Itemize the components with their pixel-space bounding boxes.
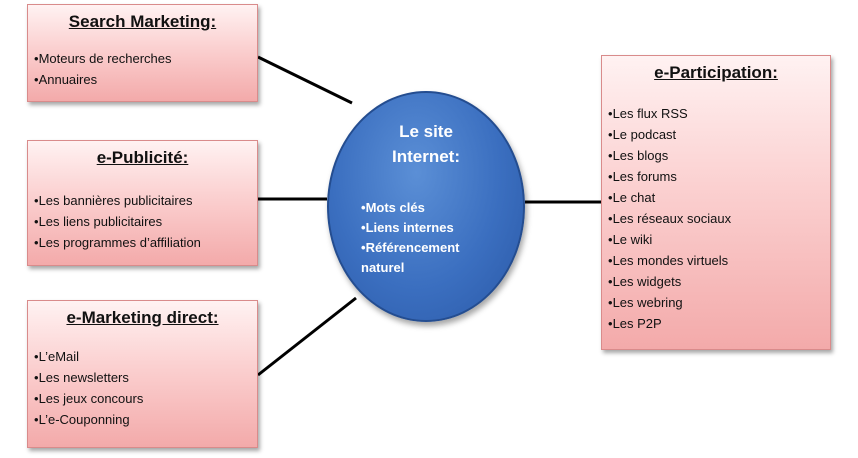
list-item: L’eMail xyxy=(34,346,257,367)
e-participation-title: e-Participation: xyxy=(654,63,778,82)
list-item: Les webring xyxy=(608,292,830,313)
search-marketing-box: Search Marketing: Moteurs de recherches … xyxy=(27,4,258,102)
site-internet-hub: Le site Internet: Mots clés Liens intern… xyxy=(327,91,525,322)
connector-search xyxy=(257,55,353,105)
list-item: Les mondes virtuels xyxy=(608,250,830,271)
list-item: Les flux RSS xyxy=(608,103,830,124)
search-marketing-title: Search Marketing: xyxy=(68,12,217,31)
list-item: Le podcast xyxy=(608,124,830,145)
e-participation-list: Les flux RSS Le podcast Les blogs Les fo… xyxy=(602,103,830,334)
hub-list: Mots clés Liens internes Référencement n… xyxy=(361,198,501,278)
list-item: Les blogs xyxy=(608,145,830,166)
search-marketing-list: Moteurs de recherches Annuaires xyxy=(28,48,257,90)
e-marketing-direct-list: L’eMail Les newsletters Les jeux concour… xyxy=(28,346,257,430)
list-item: Les P2P xyxy=(608,313,830,334)
list-item: Mots clés xyxy=(361,198,501,218)
e-marketing-direct-box: e-Marketing direct: L’eMail Les newslett… xyxy=(27,300,258,448)
e-publicite-box: e-Publicité: Les bannières publicitaires… xyxy=(27,140,258,266)
list-item: Les réseaux sociaux xyxy=(608,208,830,229)
list-item: Les jeux concours xyxy=(34,388,257,409)
list-item: Les newsletters xyxy=(34,367,257,388)
list-item: Liens internes xyxy=(361,218,501,238)
list-item: Référencement naturel xyxy=(361,238,501,278)
list-item: Le wiki xyxy=(608,229,830,250)
e-marketing-direct-title: e-Marketing direct: xyxy=(66,308,219,327)
list-item: Le chat xyxy=(608,187,830,208)
hub-title: Le site Internet: xyxy=(392,122,460,166)
list-item: Les widgets xyxy=(608,271,830,292)
list-item: L’e-Couponning xyxy=(34,409,257,430)
list-item: Les liens publicitaires xyxy=(34,211,257,232)
list-item: Les forums xyxy=(608,166,830,187)
e-participation-box: e-Participation: Les flux RSS Le podcast… xyxy=(601,55,831,350)
list-item: Moteurs de recherches xyxy=(34,48,257,69)
e-publicite-list: Les bannières publicitaires Les liens pu… xyxy=(28,190,257,253)
list-item: Les programmes d’affiliation xyxy=(34,232,257,253)
e-publicite-title: e-Publicité: xyxy=(96,148,189,167)
list-item: Les bannières publicitaires xyxy=(34,190,257,211)
connector-direct xyxy=(257,296,357,377)
list-item: Annuaires xyxy=(34,69,257,90)
